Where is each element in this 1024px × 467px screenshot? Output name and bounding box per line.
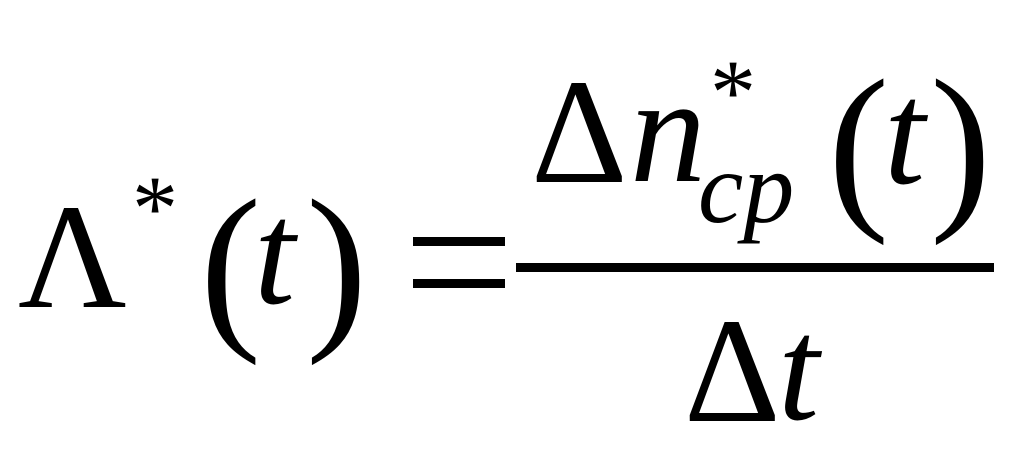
denominator-variable: t	[778, 288, 820, 452]
fraction-bar	[516, 263, 994, 272]
numerator-subscript: cp	[698, 132, 795, 245]
numerator-delta: Δ	[531, 49, 628, 215]
numerator-open-paren: (	[828, 42, 890, 246]
numerator-variable: n	[630, 46, 706, 214]
lambda-superscript: *	[132, 157, 178, 259]
numerator-superscript: *	[710, 41, 756, 143]
lhs-argument: t	[254, 172, 296, 336]
lhs-close-paren: )	[306, 162, 368, 366]
lambda-symbol: Λ	[18, 174, 127, 340]
equals-bar-bottom	[413, 279, 505, 288]
lhs-open-paren: (	[200, 162, 262, 366]
equals-bar-top	[413, 237, 505, 246]
denominator-delta: Δ	[684, 288, 781, 454]
numerator-close-paren: )	[930, 42, 992, 246]
numerator-argument: t	[884, 52, 926, 216]
